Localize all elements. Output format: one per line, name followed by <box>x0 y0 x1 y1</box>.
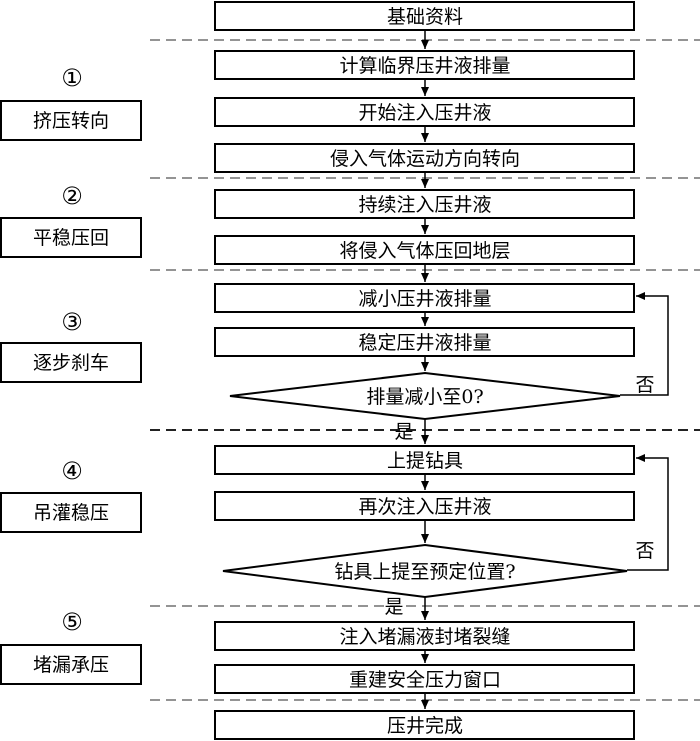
phase-box <box>0 492 142 533</box>
step-label: 侵入气体运动方向转向 <box>330 148 520 170</box>
phase-number: ③ <box>61 308 83 336</box>
phase-number: ② <box>61 182 83 210</box>
step-label: 持续注入压井液 <box>358 194 491 216</box>
no-label: 否 <box>635 374 654 396</box>
step-label: 再次注入压井液 <box>358 496 491 518</box>
phase-number: ⑤ <box>61 608 83 636</box>
step-box <box>214 283 635 313</box>
no-label: 否 <box>635 540 654 562</box>
step-box <box>214 491 635 521</box>
decision-diamond <box>229 371 621 421</box>
step-label: 注入堵漏液封堵裂缝 <box>339 626 510 648</box>
phase-box <box>0 217 142 258</box>
phase-label: 堵漏承压 <box>33 654 109 676</box>
step-label: 重建安全压力窗口 <box>349 669 501 691</box>
decision-label: 排量减小至0? <box>366 386 483 408</box>
step-box <box>214 710 635 740</box>
step-box <box>214 1 635 31</box>
decision-label: 钻具上提至预定位置? <box>334 561 515 583</box>
step-label: 稳定压井液排量 <box>358 332 491 354</box>
yes-label: 是 <box>394 421 413 443</box>
step-label: 基础资料 <box>387 6 463 28</box>
yes-label: 是 <box>384 596 403 618</box>
step-box <box>214 235 635 265</box>
step-box <box>214 189 635 219</box>
phase-box <box>0 644 142 685</box>
step-label: 计算临界压井液排量 <box>339 55 510 77</box>
step-box <box>214 621 635 651</box>
phase-number: ④ <box>61 457 83 485</box>
phase-label: 平稳压回 <box>33 227 109 249</box>
step-box <box>214 50 635 80</box>
loop-arrow-no <box>620 292 669 396</box>
step-label: 将侵入气体压回地层 <box>339 240 510 262</box>
step-label: 减小压井液排量 <box>358 288 491 310</box>
loop-arrow-no <box>627 454 669 571</box>
decision-diamond <box>222 543 628 599</box>
step-label: 压井完成 <box>387 715 463 737</box>
phase-label: 吊灌稳压 <box>33 502 109 524</box>
step-box <box>214 143 635 173</box>
step-label: 上提钻具 <box>387 450 463 472</box>
step-box <box>214 664 635 694</box>
step-box <box>214 97 635 127</box>
step-box <box>214 327 635 357</box>
step-box <box>214 445 635 475</box>
phase-label: 逐步刹车 <box>33 352 109 374</box>
phase-label: 挤压转向 <box>33 110 109 132</box>
phase-box <box>0 100 142 141</box>
phase-number: ① <box>61 64 83 92</box>
step-label: 开始注入压井液 <box>358 102 491 124</box>
phase-box <box>0 342 142 383</box>
